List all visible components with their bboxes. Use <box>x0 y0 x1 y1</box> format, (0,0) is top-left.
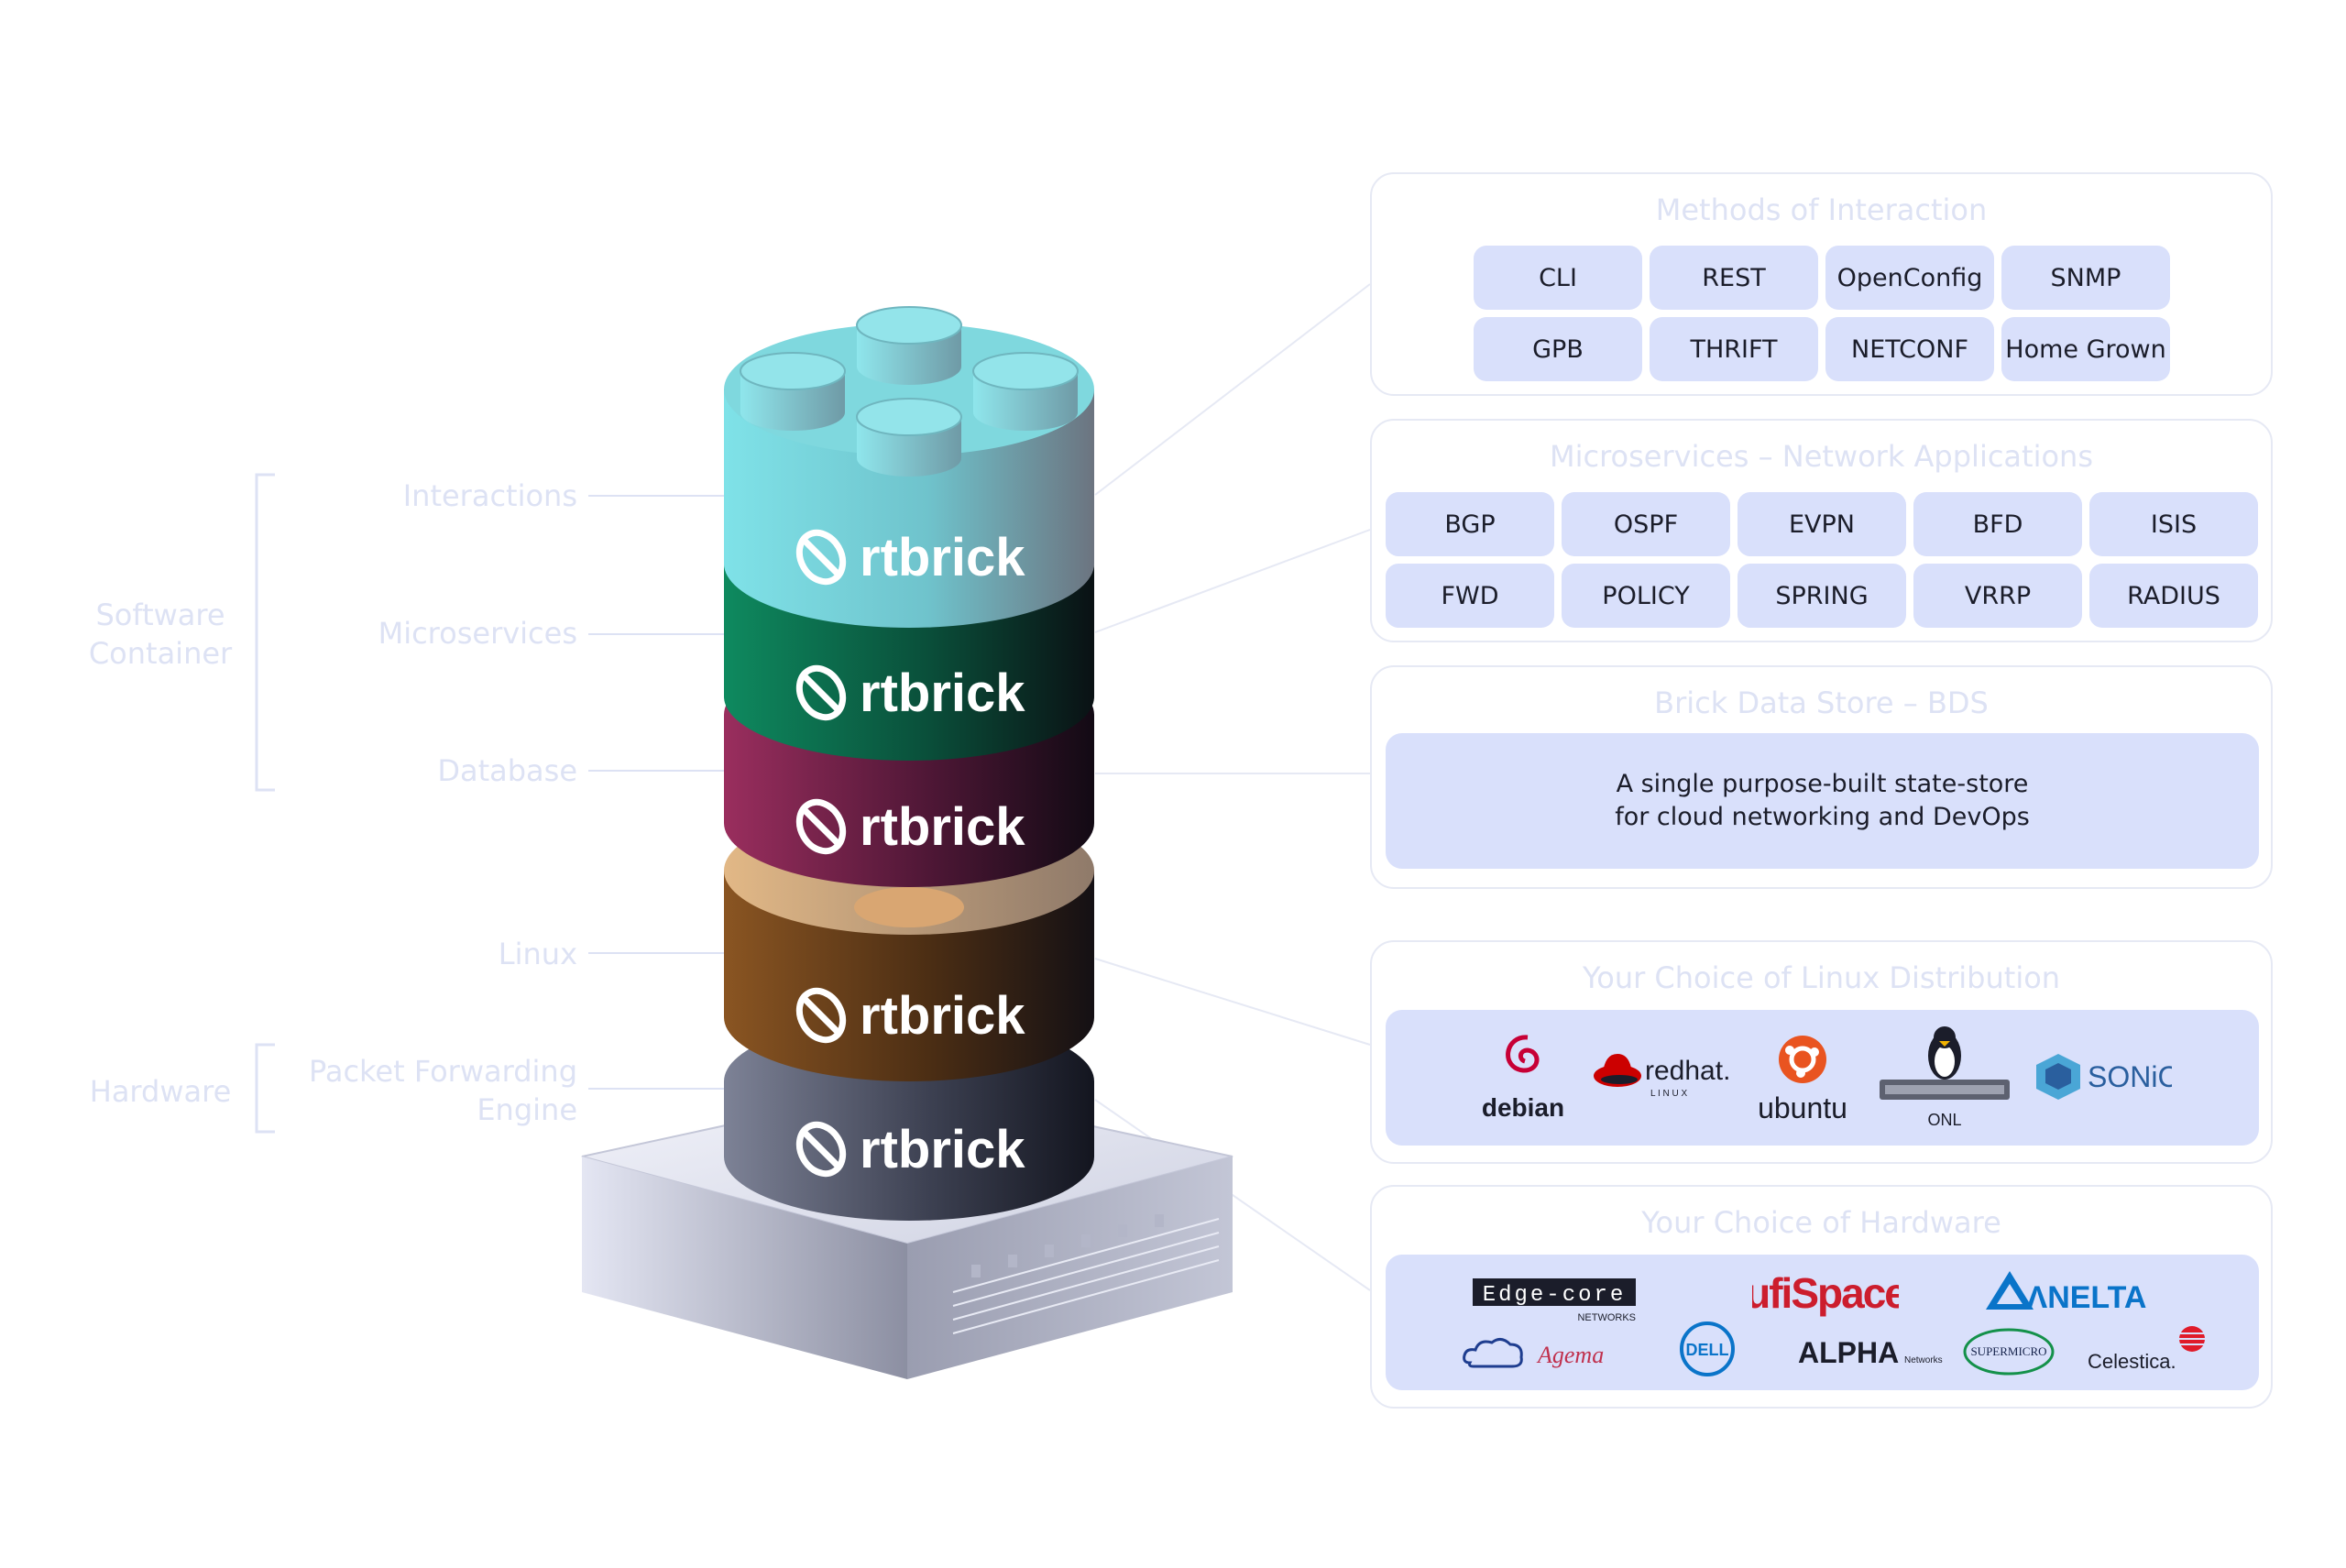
panel-title: Your Choice of Hardware <box>1641 1205 2001 1240</box>
linux-logos-box: debian redhat. L I N U X ubuntu ONL <box>1386 1010 2259 1146</box>
panel-title: Methods of Interaction <box>1655 192 1988 227</box>
supermicro-label: SUPERMICRO <box>1970 1344 2046 1358</box>
sonic-label: SONiC <box>2088 1060 2172 1093</box>
alpha-logo: ALPHA Networks <box>1798 1336 1943 1369</box>
hardware-bracket <box>255 1043 275 1134</box>
edgecore-label: Edge-core <box>1483 1283 1627 1308</box>
layer-label-interactions: Interactions <box>402 478 577 513</box>
brand-label: rtbrick <box>860 797 1025 857</box>
redhat-logo: redhat. L I N U X <box>1594 1054 1730 1099</box>
microservice-chip-bgp: BGP <box>1386 492 1554 556</box>
onl-logo: ONL <box>1880 1026 2010 1129</box>
knob <box>740 352 846 431</box>
interaction-chip-home-grown: Home Grown <box>2001 317 2170 381</box>
redhat-sub-label: L I N U X <box>1650 1089 1688 1099</box>
bds-description-line: A single purpose-built state-store <box>1616 770 2029 798</box>
interaction-chip-cli: CLI <box>1474 246 1642 310</box>
bds-description-box: A single purpose-built state-store for c… <box>1386 733 2259 869</box>
layer-label-linux: Linux <box>498 937 577 971</box>
microservice-chip-policy: POLICY <box>1562 564 1730 628</box>
panel-title: Your Choice of Linux Distribution <box>1582 960 2061 995</box>
agema-label: Agema <box>1536 1342 1604 1368</box>
panel-microservices: Microservices – Network Applications BGP… <box>1370 419 2273 642</box>
rtbrick-logo-hardware: rtbrick <box>795 1120 1025 1179</box>
knob <box>972 352 1079 431</box>
panel-title: Brick Data Store – BDS <box>1654 685 1989 720</box>
panel-hardware: Your Choice of Hardware Edge-core NETWOR… <box>1370 1185 2273 1409</box>
software-container-bracket <box>255 473 275 792</box>
redhat-label: redhat. <box>1645 1056 1730 1086</box>
microservice-chip-evpn: EVPN <box>1738 492 1906 556</box>
rtbrick-logo-microservices: rtbrick <box>795 663 1025 723</box>
agema-logo: Agema <box>1463 1338 1604 1368</box>
edgecore-logo: Edge-core NETWORKS <box>1473 1278 1636 1323</box>
rtbrick-logo-database: rtbrick <box>795 797 1025 857</box>
layer-label-line: Engine <box>477 1092 577 1127</box>
interaction-chip-snmp: SNMP <box>2001 246 2170 310</box>
debian-label: debian <box>1482 1093 1564 1122</box>
brand-label: rtbrick <box>860 1120 1025 1179</box>
group-label-hardware: Hardware <box>89 1074 232 1109</box>
group-label-software-container: Software Container <box>64 596 257 673</box>
brand-label: rtbrick <box>860 528 1025 587</box>
interaction-chip-openconfig: OpenConfig <box>1825 246 1994 310</box>
layer-label-microservices: Microservices <box>378 616 577 651</box>
rtbrick-logo-interactions: rtbrick <box>795 528 1025 587</box>
ubuntu-label: ubuntu <box>1758 1091 1847 1124</box>
layer-label-line: Packet Forwarding <box>308 1054 577 1089</box>
microservice-chip-fwd: FWD <box>1386 564 1554 628</box>
brand-label: rtbrick <box>860 663 1025 723</box>
microservice-chip-vrrp: VRRP <box>1913 564 2082 628</box>
delta-label: ΛNELTA <box>2027 1280 2147 1315</box>
onl-label: ONL <box>1927 1111 1961 1129</box>
layer-label-database: Database <box>437 753 577 788</box>
ufispace-label: ufiSpace <box>1752 1269 1899 1317</box>
bds-description-line: for cloud networking and DevOps <box>1615 803 2030 831</box>
hardware-logos-box: Edge-core NETWORKS ufiSpace ΛNELTA Agema… <box>1386 1255 2259 1390</box>
interaction-chip-netconf: NETCONF <box>1825 317 1994 381</box>
layer-label-packet-forwarding-engine: Packet Forwarding Engine <box>309 1052 577 1129</box>
rtbrick-logo-linux: rtbrick <box>795 986 1025 1046</box>
sonic-logo: SONiC <box>2036 1054 2172 1100</box>
celestica-label: Celestica. <box>2088 1350 2176 1373</box>
interaction-chip-thrift: THRIFT <box>1650 317 1818 381</box>
knob <box>856 398 962 477</box>
ufispace-logo: ufiSpace <box>1752 1269 1899 1317</box>
panel-brick-data-store: Brick Data Store – BDS A single purpose-… <box>1370 665 2273 889</box>
brand-label: rtbrick <box>860 986 1025 1046</box>
interaction-chip-gpb: GPB <box>1474 317 1642 381</box>
interaction-chip-rest: REST <box>1650 246 1818 310</box>
microservice-chip-radius: RADIUS <box>2089 564 2258 628</box>
supermicro-logo: SUPERMICRO <box>1963 1328 2055 1376</box>
microservice-chip-bfd: BFD <box>1913 492 2082 556</box>
group-label-line: Container <box>88 636 233 671</box>
ubuntu-logo: ubuntu <box>1758 1036 1847 1124</box>
microservice-chip-isis: ISIS <box>2089 492 2258 556</box>
dell-label: DELL <box>1686 1341 1729 1359</box>
edgecore-sub-label: NETWORKS <box>1577 1312 1636 1323</box>
debian-logo: debian <box>1482 1035 1564 1122</box>
panel-linux-distribution: Your Choice of Linux Distribution debian… <box>1370 940 2273 1164</box>
dell-logo: DELL <box>1680 1321 1735 1376</box>
alpha-sub-label: Networks <box>1904 1355 1943 1365</box>
group-label-line: Software <box>95 598 225 632</box>
panel-title: Microservices – Network Applications <box>1549 439 2093 474</box>
alpha-label: ALPHA <box>1798 1336 1899 1369</box>
knob <box>856 306 962 385</box>
bds-description: A single purpose-built state-store for c… <box>1386 768 2259 834</box>
panel-methods-of-interaction: Methods of Interaction CLI REST OpenConf… <box>1370 172 2273 396</box>
delta-logo: ΛNELTA <box>1986 1271 2147 1315</box>
microservice-chip-spring: SPRING <box>1738 564 1906 628</box>
celestica-logo: Celestica. <box>2088 1326 2205 1373</box>
microservice-chip-ospf: OSPF <box>1562 492 1730 556</box>
layer-cylinder-interactions <box>724 306 1094 628</box>
